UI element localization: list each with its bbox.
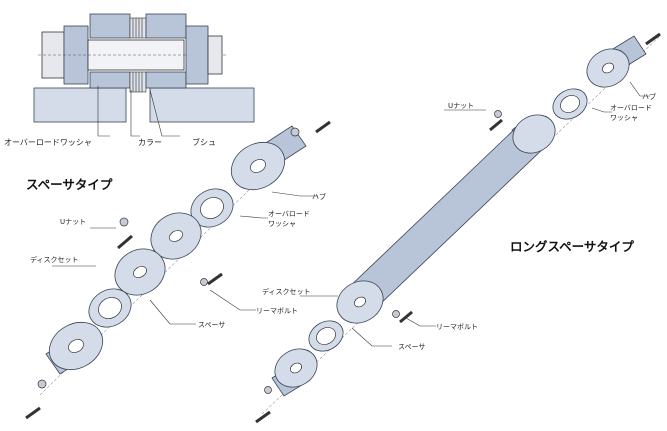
spacer-label-reamer-bolt: リーマボルト (256, 307, 298, 315)
section-view: オーバーロードワッシャ カラー ブシュ (4, 13, 255, 147)
long-hub-top (586, 35, 647, 88)
section-left-plate (33, 87, 127, 123)
long-hub-bottom (271, 348, 318, 397)
long-spacer-tube (336, 114, 556, 324)
label-collar-section: カラー (138, 138, 162, 147)
spacer-label-over-load-washer-1: オーバロード (268, 210, 310, 218)
section-bush-top (145, 13, 187, 39)
spacer-label-disc-set: ディスクセット (30, 255, 79, 264)
long-label-spacer: スペーサ (398, 343, 425, 351)
long-disc-bottom (308, 320, 344, 352)
section-collar-top (89, 13, 131, 39)
spacer-type-assembly: ハブ オーバロード ワッシャ Uナット ディスクセット リーマボルト スペーサ (25, 120, 331, 420)
section-bolt-end (207, 35, 223, 75)
section-disc-pack (129, 17, 147, 93)
long-spacer-type-title: ロングスペーサタイプ (510, 239, 634, 254)
spacer-label-over-load-washer-2: ワッシャ (268, 220, 296, 228)
label-over-load-washer-section: オーバーロードワッシャ (4, 138, 92, 147)
long-disc-top (552, 88, 588, 120)
long-label-over-load-washer-1: オーバロード (610, 104, 652, 112)
spacer-type-title: スペーサタイプ (26, 177, 113, 192)
spacer-label-spacer: スペーサ (198, 321, 225, 329)
spacer-hub-top (230, 125, 307, 191)
spacer-body (114, 212, 202, 296)
label-bush-section: ブシュ (192, 137, 216, 147)
spacer-label-hub: ハブ (312, 192, 326, 201)
section-collar-bottom (89, 71, 131, 89)
long-label-over-load-washer-2: ワッシャ (610, 114, 638, 122)
long-bolts (255, 32, 661, 424)
spacer-label-u-nut: Uナット (60, 218, 86, 226)
long-label-u-nut: Uナット (448, 102, 474, 110)
section-nut (185, 25, 209, 85)
spacer-disc-bottom (88, 288, 132, 328)
spacer-bolts (25, 120, 331, 420)
long-label-hub: ハブ (642, 92, 656, 101)
long-label-reamer-bolt: リーマボルト (436, 323, 478, 331)
spacer-hub-bottom (45, 321, 104, 375)
long-spacer-type-assembly: ハブ オーバロード ワッシャ Uナット ディスクセット リーマボルト スペーサ (255, 32, 661, 424)
section-bush-bottom (145, 71, 187, 89)
section-right-plate (149, 87, 255, 123)
spacer-disc-top (190, 188, 234, 228)
long-label-disc-set: ディスクセット (262, 287, 311, 296)
